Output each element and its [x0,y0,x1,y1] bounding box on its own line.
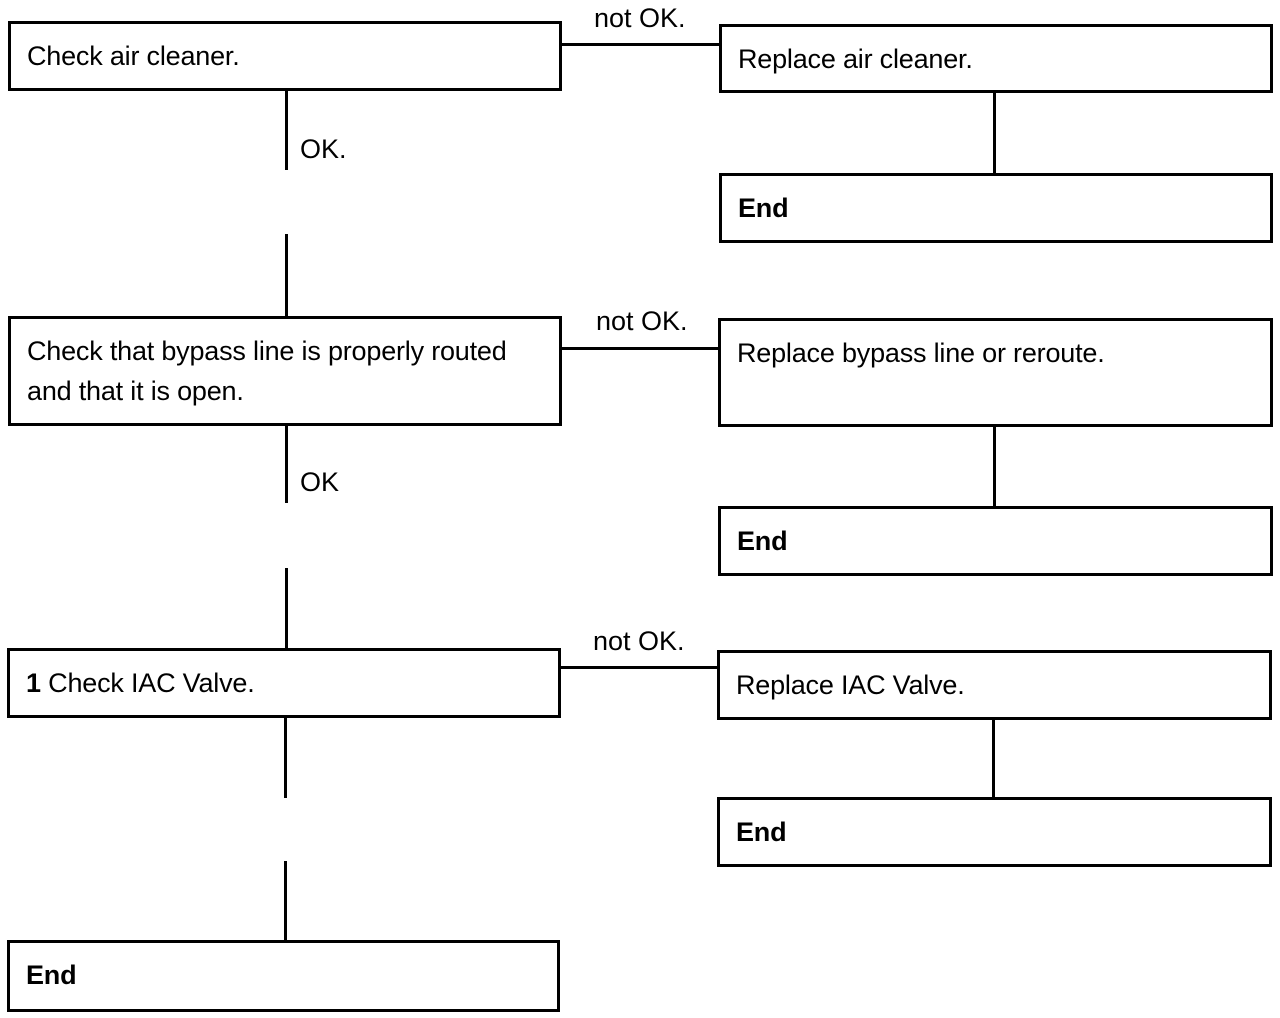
check-air-cleaner-box: Check air cleaner. [8,21,562,91]
connector-row3-fail [561,666,719,669]
connector-row1-pass-upper [285,91,288,170]
connector-row2-fail [562,347,720,350]
row3-not-ok-label: not OK. [593,626,685,656]
replace-bypass-line-box: Replace bypass line or reroute. [718,318,1273,427]
row2-ok-label: OK [300,467,340,497]
check-air-cleaner-text: Check air cleaner. [27,41,240,71]
check-bypass-line-box: Check that bypass line is properly route… [8,316,562,426]
connector-row2-fix-end [993,427,996,507]
final-end-text: End [26,960,77,990]
replace-iac-valve-box: Replace IAC Valve. [717,650,1272,720]
replace-air-cleaner-text: Replace air cleaner. [738,44,973,74]
row2-not-ok-label: not OK. [596,306,688,336]
check-iac-valve-box: 1 Check IAC Valve. [7,648,561,718]
connector-row3-pass-lower [284,861,287,941]
replace-bypass-line-text: Replace bypass line or reroute. [737,338,1105,368]
connector-row2-pass-upper [285,426,288,503]
row3-end-box: End [717,797,1272,867]
row3-end-text: End [736,817,787,847]
row1-end-box: End [719,173,1273,243]
row1-not-ok-label: not OK. [594,3,686,33]
connector-row1-fix-end [993,93,996,173]
check-iac-valve-text: Check IAC Valve. [48,668,255,698]
final-end-box: End [7,940,560,1012]
replace-air-cleaner-box: Replace air cleaner. [719,24,1273,93]
connector-row3-pass-upper [284,718,287,798]
step-number: 1 [26,668,41,698]
replace-iac-valve-text: Replace IAC Valve. [736,670,965,700]
check-bypass-line-text: Check that bypass line is properly route… [27,336,507,406]
connector-row1-fail [562,43,720,46]
connector-row1-pass-lower [285,234,288,316]
row1-end-text: End [738,193,789,223]
row2-end-box: End [718,506,1273,576]
row1-ok-label: OK. [300,134,347,164]
row2-end-text: End [737,526,788,556]
connector-row2-pass-lower [285,568,288,649]
connector-row3-fix-end [992,720,995,798]
